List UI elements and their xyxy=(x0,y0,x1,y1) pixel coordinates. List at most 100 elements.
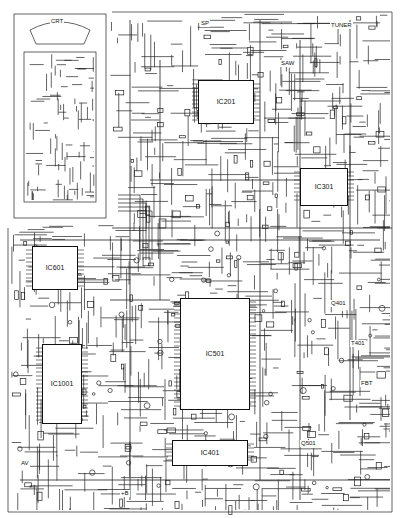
component-symbol xyxy=(357,97,362,100)
transistor-symbol xyxy=(90,470,95,475)
transistor-symbol xyxy=(92,393,95,396)
component-symbol xyxy=(322,384,324,388)
transistor-symbol xyxy=(262,309,265,312)
component-symbol xyxy=(173,409,176,415)
component-symbol xyxy=(138,211,147,218)
component-symbol xyxy=(377,372,386,378)
component-symbol xyxy=(314,147,320,153)
component-symbol xyxy=(120,499,123,507)
component-symbol xyxy=(251,161,253,168)
transistor-symbol xyxy=(377,278,380,281)
component-symbol xyxy=(247,195,253,200)
transistor-symbol xyxy=(264,434,268,438)
part-label: TUNER xyxy=(330,22,353,29)
component-symbol xyxy=(376,131,384,137)
component-symbol xyxy=(25,483,32,487)
component-symbol xyxy=(235,261,237,268)
component-symbol xyxy=(378,187,386,192)
component-symbol xyxy=(158,430,167,434)
part-label: AV xyxy=(20,460,30,467)
transistor-symbol xyxy=(331,386,335,390)
component-symbol xyxy=(321,319,325,327)
component-symbol xyxy=(333,488,342,491)
part-label: FBT xyxy=(360,380,373,387)
component-symbol xyxy=(113,275,119,281)
component-symbol xyxy=(131,160,133,163)
part-label: T401 xyxy=(350,340,366,347)
ic-label: IC501 xyxy=(204,349,227,359)
transistor-symbol xyxy=(312,481,316,485)
component-symbol xyxy=(375,248,381,252)
transistor-symbol xyxy=(365,474,370,479)
transistor-symbol xyxy=(322,246,325,249)
transistor-symbol xyxy=(326,486,328,488)
component-symbol xyxy=(251,457,256,463)
component-symbol xyxy=(173,211,180,218)
component-symbol xyxy=(165,480,169,484)
component-symbol xyxy=(130,295,132,302)
component-symbol xyxy=(262,225,268,228)
component-symbol xyxy=(125,444,131,451)
component-symbol xyxy=(145,68,150,71)
ic-box: IC601 xyxy=(32,246,78,290)
component-symbol xyxy=(383,409,389,416)
component-symbol xyxy=(368,141,375,144)
component-symbol xyxy=(12,393,20,396)
part-label: +B xyxy=(120,490,130,497)
component-symbol xyxy=(263,182,269,185)
component-symbol xyxy=(267,207,271,211)
transistor-symbol xyxy=(170,277,174,281)
transistor-symbol xyxy=(134,258,139,263)
component-symbol xyxy=(178,169,181,176)
transistor-symbol xyxy=(97,381,101,385)
component-symbol xyxy=(369,26,375,29)
component-symbol xyxy=(148,263,153,266)
component-symbol xyxy=(282,301,285,307)
component-symbol xyxy=(295,263,297,270)
transistor-symbol xyxy=(229,414,235,420)
part-label: Q401 xyxy=(330,300,347,307)
component-symbol xyxy=(296,113,304,116)
ic-label: IC201 xyxy=(215,97,238,107)
ic-box: IC501 xyxy=(180,298,250,410)
component-symbol xyxy=(219,60,221,65)
component-symbol xyxy=(158,123,164,127)
component-symbol xyxy=(258,73,263,78)
wire-group xyxy=(8,12,392,514)
component-symbol xyxy=(278,253,283,260)
component-symbol xyxy=(158,109,163,113)
component-symbol xyxy=(143,243,148,247)
component-symbol xyxy=(159,219,166,228)
component-symbol xyxy=(37,492,42,500)
component-symbol xyxy=(295,252,299,257)
transistor-symbol xyxy=(144,403,150,409)
component-symbol xyxy=(21,292,24,299)
transistor-symbol xyxy=(274,289,278,293)
transistor-symbol xyxy=(269,392,273,396)
component-symbol xyxy=(245,173,248,180)
component-symbol xyxy=(226,241,229,243)
transistor-symbol xyxy=(311,331,314,334)
part-label: SAW xyxy=(280,60,295,67)
component-symbol xyxy=(248,47,253,54)
component-symbol xyxy=(140,422,147,425)
transistor-symbol xyxy=(209,247,214,252)
component-symbol xyxy=(297,371,303,373)
component-symbol xyxy=(146,215,150,222)
component-symbol xyxy=(111,354,116,361)
ic-box: IC201 xyxy=(198,80,254,124)
component-symbol xyxy=(83,405,86,408)
transistor-symbol xyxy=(379,305,385,311)
transistor-symbol xyxy=(227,274,230,277)
component-symbol xyxy=(169,381,172,386)
component-symbol xyxy=(283,45,288,47)
component-symbol xyxy=(266,322,273,327)
component-symbol xyxy=(114,127,123,131)
component-symbol xyxy=(15,291,19,300)
component-symbol xyxy=(216,260,220,262)
component-symbol xyxy=(139,305,143,310)
transistor-symbol xyxy=(300,388,306,394)
component-symbol xyxy=(302,397,309,400)
transistor-symbol xyxy=(339,358,344,363)
